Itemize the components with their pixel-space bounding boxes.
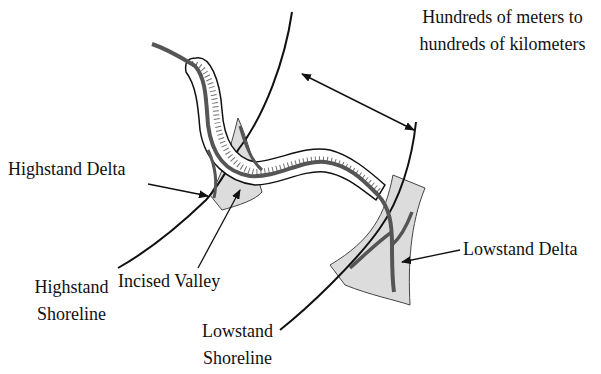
leader-arrow [402, 250, 460, 262]
text-label: Incised Valley [118, 268, 258, 295]
distributary-channel [350, 232, 392, 268]
distributary-channel [208, 150, 216, 198]
text-label: Lowstand Shoreline [180, 318, 295, 372]
text-label: Highstand Shoreline [14, 274, 129, 328]
river-channel [152, 44, 394, 292]
leader-arrow [148, 184, 208, 196]
text-label: Hundreds of meters to hundreds of kilome… [410, 4, 595, 58]
text-label: Lowstand Delta [463, 236, 598, 263]
leader-arrow [198, 190, 240, 268]
distributary-channel [240, 126, 262, 170]
dimension-arrow [302, 74, 414, 130]
incised-valley [186, 58, 385, 200]
text-label: Highstand Delta [8, 156, 158, 183]
distributary-channel [392, 212, 412, 245]
